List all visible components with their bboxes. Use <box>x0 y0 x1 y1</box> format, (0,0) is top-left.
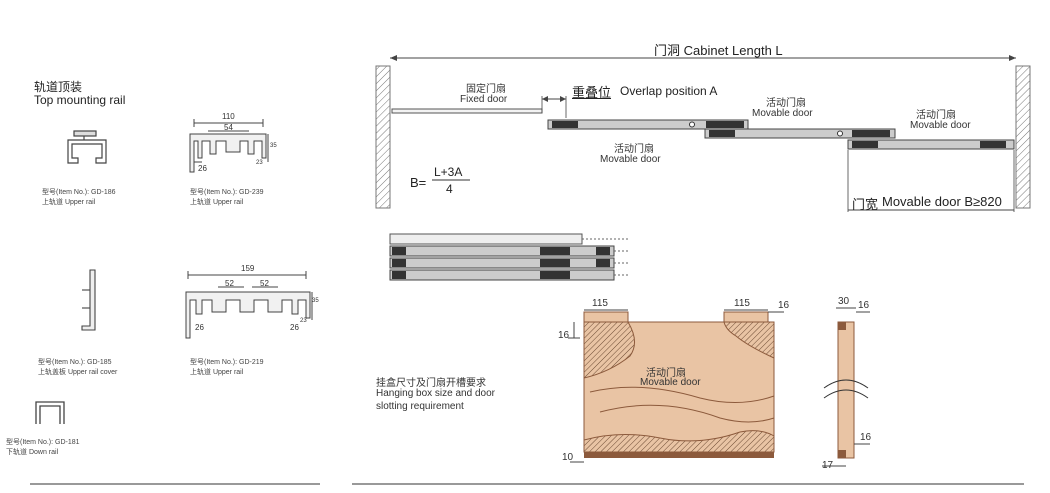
dim-219-w3: 52 <box>260 279 269 288</box>
item-gd181-name: 下轨道 Down rail <box>6 449 59 456</box>
cabinet-wall-left <box>375 65 391 209</box>
door-width-cn: 门宽 <box>852 197 879 212</box>
dim-slot-depth: 16 <box>778 300 790 311</box>
item-gd239-name: 上轨道 Upper rail <box>190 199 244 206</box>
formula-denominator: 4 <box>446 182 453 196</box>
movable-door-1-rail <box>547 119 749 130</box>
item-gd186-model: 型号(Item No.): GD-186 <box>42 189 116 196</box>
rail-gd186-profile <box>67 130 107 164</box>
movable-door-c-cn: 活动门扇 <box>614 144 654 155</box>
door-width-en: Movable door B≥820 <box>882 194 1002 209</box>
dim-side-bottom-a: 16 <box>860 432 872 443</box>
door-panel <box>583 311 775 458</box>
fixed-door-label-en: Fixed door <box>460 94 508 105</box>
item-gd181-model: 型号(Item No.): GD-181 <box>6 439 80 446</box>
movable-door-c-en: Movable door <box>600 154 661 165</box>
rail-gd185-profile <box>81 269 96 331</box>
left-title-cn: 轨道顶装 <box>34 80 83 94</box>
rail-gd239-profile <box>189 119 269 173</box>
dim-239-w2: 54 <box>224 123 233 132</box>
overlap-label-en: Overlap position A <box>620 84 718 98</box>
hanging-title-line2: Hanging box size and door <box>376 388 495 399</box>
item-gd219-name: 上轨道 Upper rail <box>190 369 244 376</box>
dim-slot-left: 115 <box>592 298 608 309</box>
door-panel-label-cn: 活动门扇 <box>646 368 686 379</box>
hanging-title-cn: 挂盒尺寸及门扇开槽要求 <box>376 378 486 389</box>
rail-gd181-profile <box>35 401 65 424</box>
dim-side-width: 30 <box>838 296 850 307</box>
dim-219-w1: 159 <box>241 264 255 273</box>
movable-door-3-rail <box>847 139 1015 150</box>
item-gd219-model: 型号(Item No.): GD-219 <box>190 359 264 366</box>
dim-219-h2: 23 <box>300 318 307 324</box>
item-gd186-name: 上轨道 Upper rail <box>42 199 96 206</box>
dim-239-h1: 35 <box>270 143 277 149</box>
movable-door-b-cn: 活动门扇 <box>916 110 956 121</box>
formula-lhs: B= <box>410 175 427 190</box>
item-gd185-model: 型号(Item No.): GD-185 <box>38 359 112 366</box>
formula-numerator: L+3A <box>434 165 463 179</box>
dim-slot-right: 115 <box>734 298 750 309</box>
dim-239-h2: 23 <box>256 160 263 166</box>
door-side-view <box>822 307 870 467</box>
dim-219-h1: 35 <box>312 298 319 304</box>
cabinet-length-label: 门洞 Cabinet Length L <box>654 43 783 58</box>
cabinet-wall-right <box>1015 65 1031 209</box>
hanging-title-line3: slotting requirement <box>376 401 464 412</box>
dim-side-bottom-b: 17 <box>822 460 834 471</box>
movable-door-2-rail <box>704 128 896 139</box>
dim-219-w5: 26 <box>290 323 299 332</box>
dim-bottom: 10 <box>562 452 574 463</box>
left-title-en: Top mounting rail <box>34 93 126 107</box>
item-gd185-name: 上轨盖板 Upper rail cover <box>38 369 118 376</box>
item-gd239-model: 型号(Item No.): GD-239 <box>190 189 264 196</box>
overlap-label-cn: 重叠位 <box>572 85 612 100</box>
stacked-rails-view <box>389 233 628 281</box>
movable-door-b-en: Movable door <box>910 120 971 131</box>
door-panel-label-en: Movable door <box>640 377 701 388</box>
dim-239-w3: 26 <box>198 164 207 173</box>
fixed-door-label-cn: 固定门扇 <box>466 84 506 95</box>
dim-239-w1: 110 <box>222 112 235 121</box>
movable-door-a-en: Movable door <box>752 108 813 119</box>
fixed-door-rail <box>391 108 543 114</box>
dim-side-top: 16 <box>858 300 870 311</box>
rail-gd219-profile <box>185 271 313 339</box>
movable-door-a-cn: 活动门扇 <box>766 98 806 109</box>
dim-219-w4: 26 <box>195 323 204 332</box>
dim-219-w2: 52 <box>225 279 234 288</box>
dim-left-depth: 16 <box>558 330 570 341</box>
